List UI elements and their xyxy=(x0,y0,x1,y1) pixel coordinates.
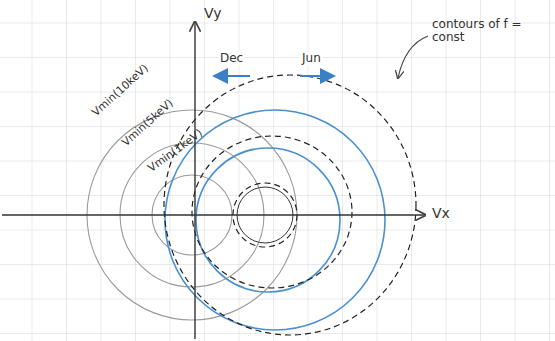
f-contours xyxy=(164,75,416,335)
arrow-label: Jun xyxy=(300,52,323,65)
vx-axis xyxy=(2,214,425,215)
shifted-circles xyxy=(165,110,385,330)
axis-label: Vx xyxy=(432,206,450,221)
arrow-label: Dec xyxy=(218,52,245,65)
axis-label: Vy xyxy=(204,6,222,21)
callout-note: contours of f = const xyxy=(432,18,542,44)
leader-line xyxy=(398,36,428,78)
jun-arrow xyxy=(300,75,334,77)
vy-axis xyxy=(194,22,195,339)
dec-arrow xyxy=(214,75,250,77)
